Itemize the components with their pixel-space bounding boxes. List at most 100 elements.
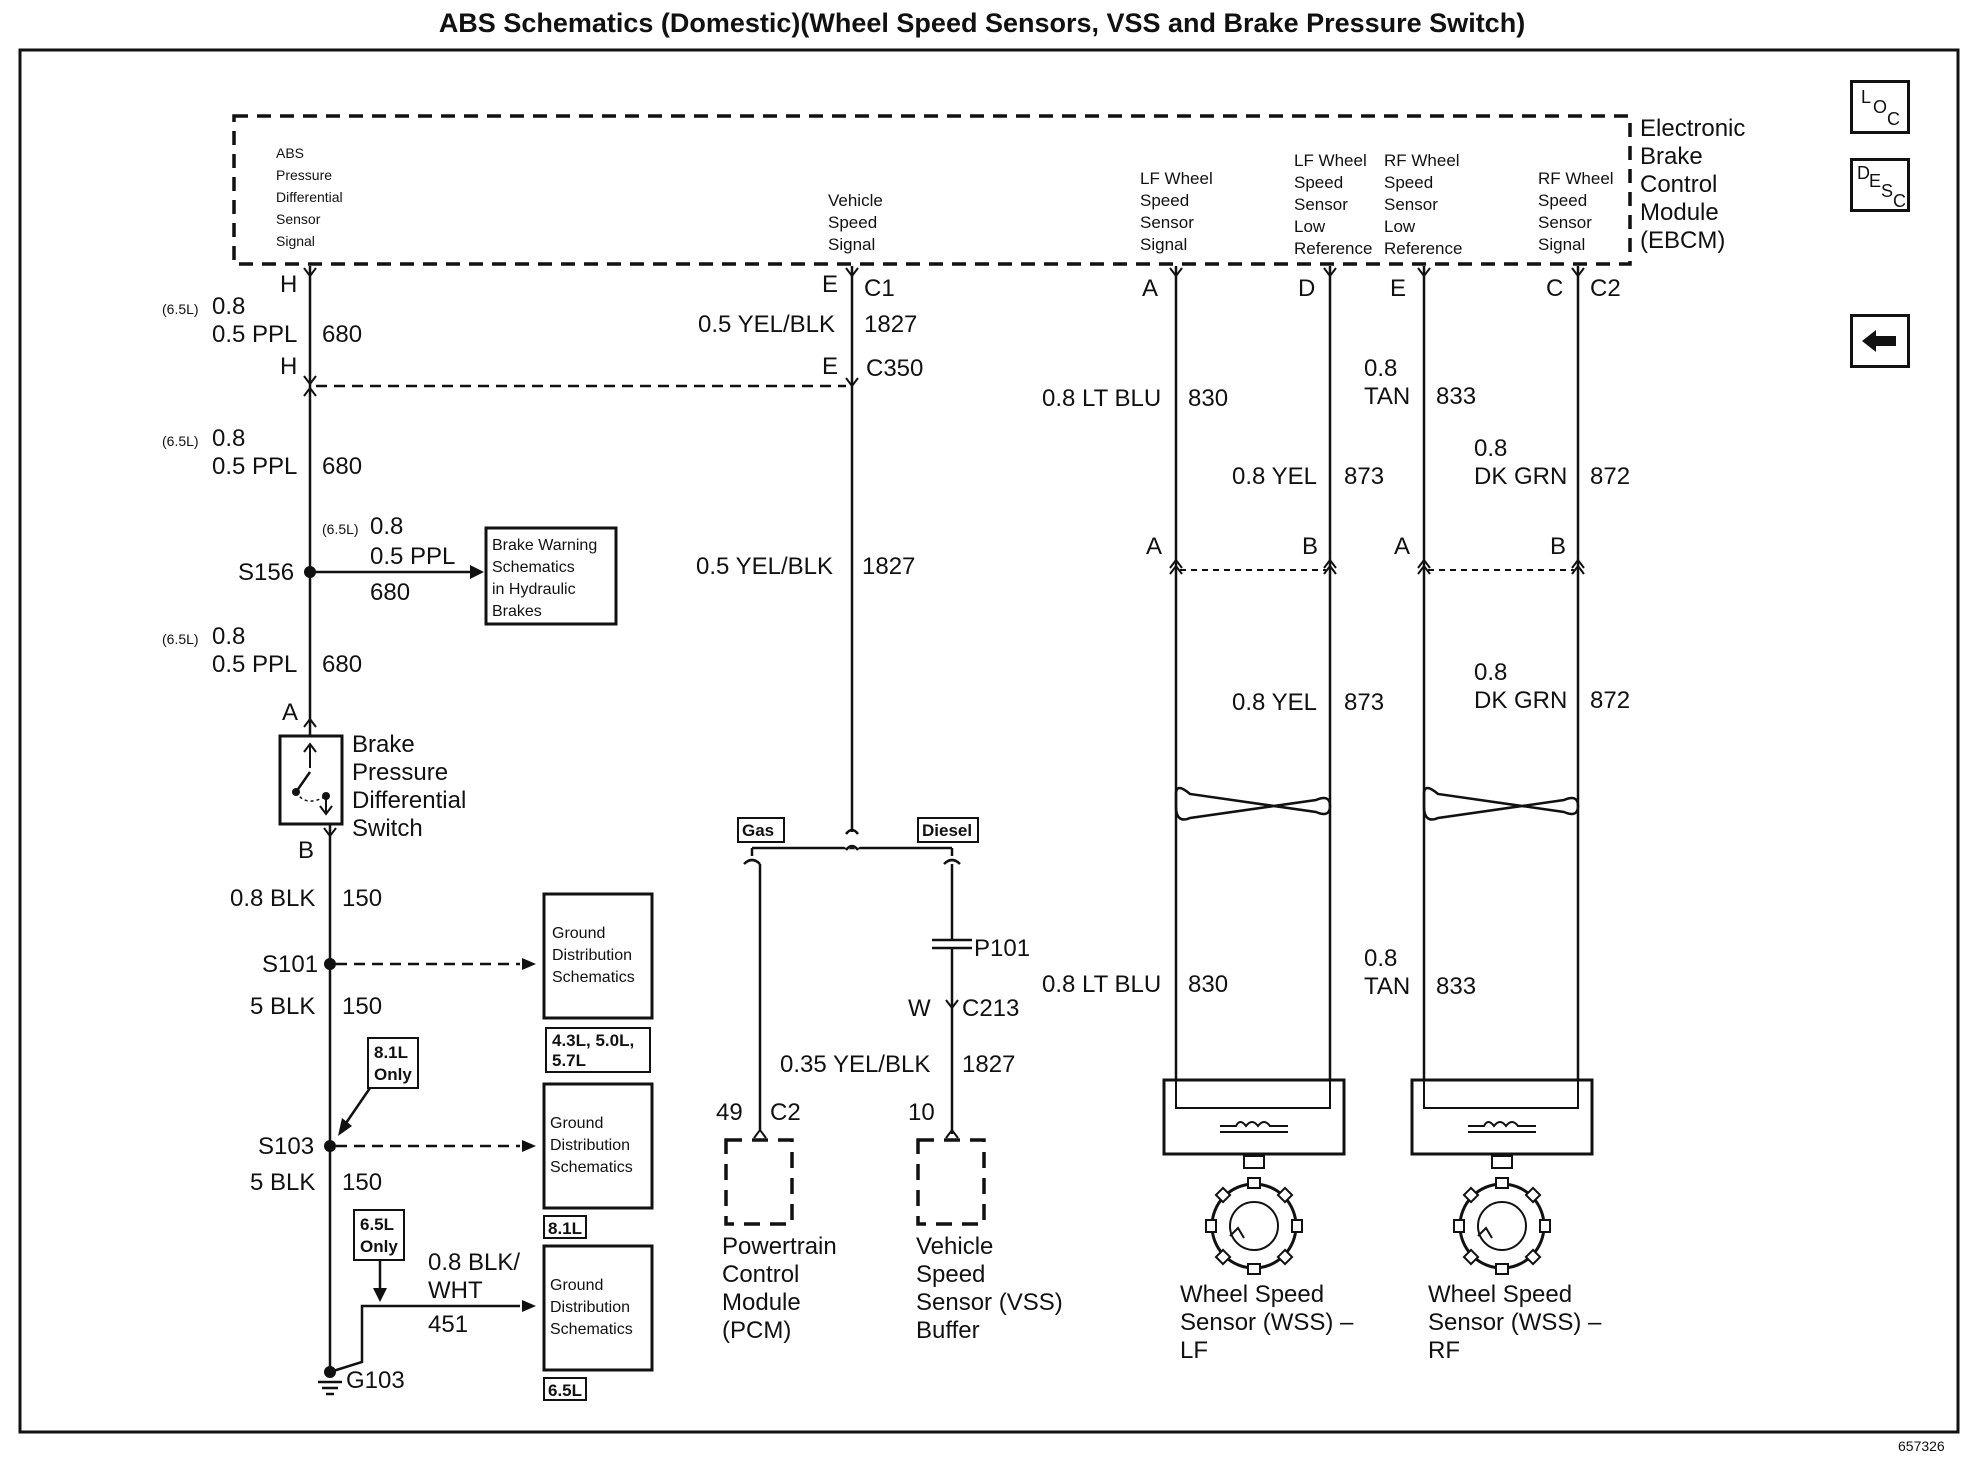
document-number: 657326 [1898, 1438, 1945, 1454]
connector-p101: P101 [974, 935, 1030, 962]
loc-letter-c: C [1887, 109, 1900, 129]
pcm-module[interactable]: Powertrain Control Module (PCM) [722, 1138, 843, 1344]
desc-letter-d: D [1857, 163, 1870, 183]
vss-pin-10: 10 [908, 1099, 935, 1126]
ground-g103-symbol [318, 1366, 342, 1396]
wire-color-08blkwht: 0.8 BLK/ WHT [428, 1249, 527, 1304]
svg-text:8.1L: 8.1L [548, 1219, 582, 1238]
page-title: ABS Schematics (Domestic)(Wheel Speed Se… [438, 8, 1526, 38]
wss-lf-pin-b: B [1302, 533, 1318, 560]
splice-s101-label: S101 [262, 951, 318, 978]
ebcm-pin-c: C [1546, 275, 1563, 302]
wire-circuit-150-2: 150 [342, 993, 382, 1020]
circuit-1827 [743, 266, 972, 1139]
brake-pressure-switch [278, 725, 344, 826]
wss-rf-name: Wheel Speed Sensor (WSS) – RF [1428, 1281, 1608, 1364]
ground-g103-label: G103 [346, 1367, 405, 1394]
wire-color-tan-1: TAN [1364, 383, 1410, 410]
wire-color-ltblu-2: 0.8 LT BLU [1042, 971, 1161, 998]
svg-text:6.5L Only: 6.5L Only [360, 1215, 398, 1256]
wire-circuit-830-1: 830 [1188, 385, 1228, 412]
pcm-connector-c2: C2 [770, 1099, 801, 1126]
ground-distribution-box-3[interactable]: Ground Distribution Schematics [542, 1244, 654, 1372]
switch-pin-b: B [298, 837, 314, 864]
wss-rf-pin-b: B [1550, 533, 1566, 560]
ebcm-pin-e: E [822, 271, 838, 298]
wire-circuit-833-1: 833 [1436, 383, 1476, 410]
wire-gauge-dkgrn-1: 0.8 [1474, 435, 1507, 462]
diagram-frame [18, 48, 1960, 1434]
wire-circuit-150-1: 150 [342, 885, 382, 912]
circuit-451 [329, 1300, 536, 1374]
tag-diesel: Diesel [917, 817, 979, 843]
ebcm-connector-c1: C1 [864, 275, 895, 302]
twisted-pair-lf-symbol [1174, 786, 1332, 821]
ebcm-name: Electronic Brake Control Module (EBCM) [1640, 115, 1752, 254]
wire-option-65l-2: (6.5L) [162, 433, 199, 449]
ebcm-pin-d: D [1298, 275, 1315, 302]
wire-circuit-830-2: 830 [1188, 971, 1228, 998]
left-arrow-icon [1862, 330, 1896, 352]
svg-text:Vehicle Speed Sens: Vehicle Speed Sensor (VSS) Buffer [916, 1233, 1069, 1344]
svg-text:Ground Distribution: Ground Distribution Schematics [552, 925, 636, 986]
desc-letter-e: E [1869, 171, 1882, 191]
ground-distribution-box-2[interactable]: Ground Distribution Schematics [542, 1082, 654, 1210]
wss-rf-sensor[interactable] [1410, 1078, 1594, 1275]
svg-text:Gas: Gas [742, 821, 774, 840]
wire-color-yel-1: 0.8 YEL [1232, 463, 1317, 490]
wire-color-08blk: 0.8 BLK [230, 885, 315, 912]
engine-tag-43-50-57: 4.3L, 5.0L, 5.7L [545, 1027, 651, 1073]
wire-circuit-680-3: 680 [370, 579, 410, 606]
ebcm-connector-c2: C2 [1590, 275, 1621, 302]
wire-circuit-872-1: 872 [1590, 463, 1630, 490]
svg-text:4.3L, 5.0L, 5.7L: 4.3L, 5.0L, 5.7L [552, 1031, 639, 1070]
loc-button[interactable]: L O C [1850, 80, 1910, 134]
wire-color-dkgrn-1: DK GRN [1474, 463, 1567, 490]
wire-circuit-1827-2: 1827 [862, 553, 915, 580]
wire-color-ppl-2: 0.5 PPL [212, 453, 297, 480]
splice-s156-label: S156 [238, 559, 294, 586]
wire-color-yel-2: 0.8 YEL [1232, 689, 1317, 716]
connector-c350: C350 [866, 355, 923, 382]
pin-label-vehicle-speed: Vehicle Speed Signal [828, 191, 888, 254]
brake-warning-box[interactable]: Brake Warning Schematics in Hydraulic Br… [484, 526, 618, 626]
twisted-pair-rf-symbol [1422, 786, 1580, 821]
wire-circuit-872-2: 872 [1590, 687, 1630, 714]
back-button[interactable] [1850, 314, 1910, 368]
wire-circuit-873-2: 873 [1344, 689, 1384, 716]
wire-circuit-680-2: 680 [322, 453, 362, 480]
vss-buffer-module[interactable]: Vehicle Speed Sensor (VSS) Buffer [916, 1138, 1069, 1344]
wire-gauge-1: 0.8 [212, 293, 245, 320]
vss-pin-e: E [822, 353, 838, 380]
wss-rf-pin-a: A [1394, 533, 1410, 560]
callout-81l-only: 8.1L Only [338, 1037, 419, 1136]
pin-h-c350: H [280, 353, 297, 380]
wire-color-tan-2: TAN [1364, 973, 1410, 1000]
wire-gauge-4: 0.8 [212, 623, 245, 650]
engine-tag-65l: 6.5L [543, 1377, 587, 1401]
splice-s103-dot [324, 1140, 336, 1152]
wire-gauge-3: 0.8 [370, 513, 403, 540]
wire-circuit-1827-1: 1827 [864, 311, 917, 338]
wss-wiring [1169, 266, 1585, 1080]
pin-label-rf-signal: RF Wheel Speed Sensor Signal [1538, 169, 1618, 254]
ebcm-pin-h: H [280, 271, 297, 298]
desc-button[interactable]: D E S C [1850, 158, 1910, 212]
wire-color-dkgrn-2: DK GRN [1474, 687, 1567, 714]
pin-label-abs-signal: ABS Pressure Differential Sensor Signal [276, 145, 347, 249]
svg-text:Brake Warning Schematics: Brake Warning Schematics in Hydraulic Br… [492, 537, 602, 620]
connector-c213: C213 [962, 995, 1019, 1022]
ground-distribution-box-1[interactable]: Ground Distribution Schematics [542, 892, 654, 1020]
svg-text:Ground Distribution: Ground Distribution Schematics [550, 1277, 634, 1338]
wire-color-yelblk-2: 0.5 YEL/BLK [696, 553, 833, 580]
wire-color-ltblu-1: 0.8 LT BLU [1042, 385, 1161, 412]
svg-text:Diesel: Diesel [922, 821, 972, 840]
wire-gauge-tan-2: 0.8 [1364, 945, 1397, 972]
svg-text:8.1L Only: 8.1L Only [374, 1043, 412, 1084]
circuit-680 [303, 266, 846, 728]
wire-option-65l-1: (6.5L) [162, 301, 199, 317]
circuit-150 [323, 824, 337, 1372]
wss-lf-sensor[interactable] [1162, 1078, 1346, 1275]
wire-circuit-873-1: 873 [1344, 463, 1384, 490]
